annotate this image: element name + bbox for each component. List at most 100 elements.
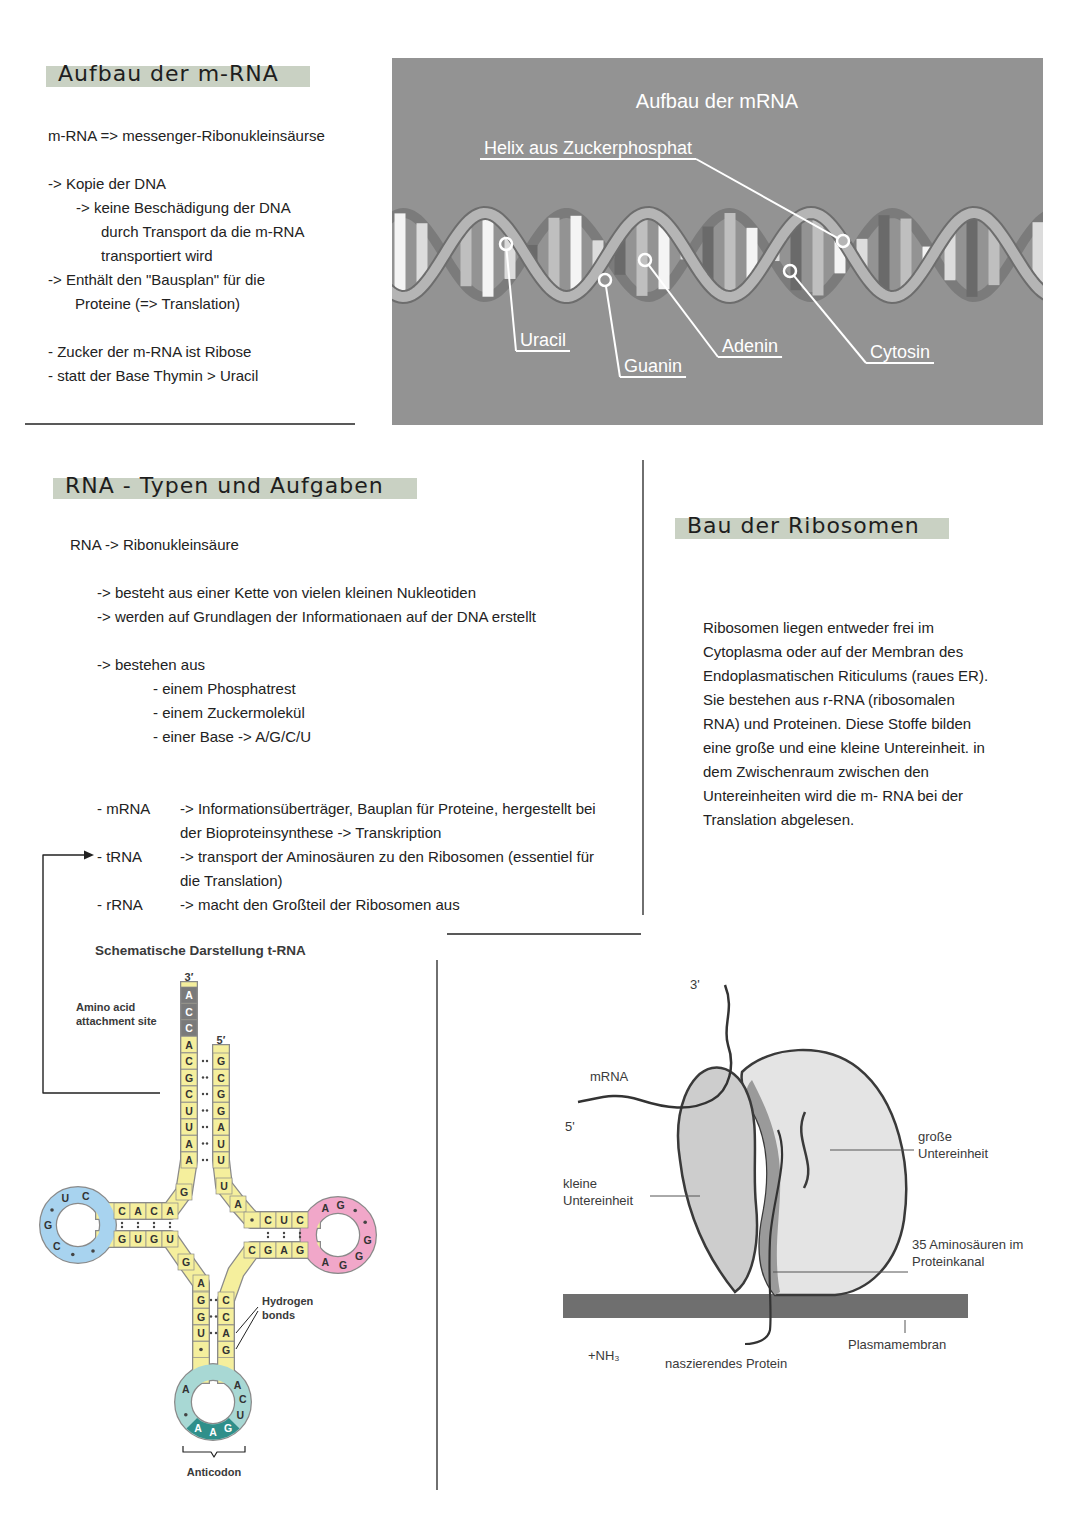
modified-base-dot — [184, 1413, 188, 1417]
heading-text: Bau der Ribosomen — [687, 510, 920, 542]
hydrogen-bond-dot — [299, 1232, 301, 1234]
image-title: Aufbau der mRNA — [636, 88, 798, 114]
strand-outline — [221, 1053, 312, 1220]
base-letter: C — [218, 1309, 234, 1325]
strand — [221, 1053, 312, 1220]
image-panel: Aufbau der mRNAHelix aus ZuckerphosphatU… — [392, 58, 1043, 425]
leader-line — [773, 1272, 908, 1273]
base-letter: A — [181, 1136, 197, 1152]
section-heading: Bau der Ribosomen — [675, 510, 949, 542]
helix-outline — [392, 213, 1043, 297]
figure-label: +NH₃ — [588, 1347, 620, 1364]
helix-back — [392, 213, 1043, 297]
figure-label: kleine Untereinheit — [563, 1175, 645, 1209]
base-letter: U — [232, 1407, 248, 1423]
leader-line — [905, 1320, 906, 1333]
base-letter: G — [114, 1231, 130, 1247]
loop-outline — [48, 1195, 108, 1255]
ribosome-figure — [563, 985, 968, 1344]
hydrogen-bond-dot — [202, 1126, 204, 1128]
mrna-strand — [578, 985, 731, 1108]
modified-base-dot — [363, 1221, 367, 1225]
base-letter: G — [193, 1292, 209, 1308]
leader-line — [794, 276, 866, 363]
base-letter: U — [213, 1136, 229, 1152]
base-cell — [213, 1119, 229, 1135]
modified-base-dot — [71, 1253, 75, 1257]
modified-base-dot — [199, 1348, 203, 1352]
base-cell — [260, 1242, 276, 1258]
base-cell — [181, 1152, 197, 1168]
base-cell — [181, 1020, 197, 1036]
loop — [308, 1205, 368, 1265]
base-letter: A — [193, 1275, 209, 1291]
base-cell — [181, 1103, 197, 1119]
base-cell — [213, 1086, 229, 1102]
note-text: - tRNA — [97, 845, 142, 869]
base-cell — [162, 1231, 178, 1247]
hydrogen-bond-dot — [137, 1226, 139, 1228]
strand-outline — [104, 1239, 201, 1375]
base-letter: G — [260, 1242, 276, 1258]
hydrogen-bond-dot — [206, 1142, 208, 1144]
leader-line — [650, 1196, 700, 1197]
base-cell — [292, 1242, 308, 1258]
hydrogen-bond-dot — [267, 1232, 269, 1234]
base-letter: C — [244, 1242, 260, 1258]
base-letter: G — [218, 1342, 234, 1358]
base-letter: G — [40, 1217, 56, 1233]
separator-line — [642, 460, 643, 915]
base-cell — [276, 1242, 292, 1258]
base-cell — [218, 1309, 234, 1325]
base-letter: C — [260, 1212, 276, 1228]
base-cell — [260, 1212, 276, 1228]
leader-line — [606, 286, 620, 377]
base-cell — [230, 1196, 246, 1212]
base-letter: A — [178, 1381, 194, 1397]
modified-base-dot — [91, 1249, 95, 1253]
base-cell — [244, 1212, 260, 1228]
callout-label: Cytosin — [870, 340, 930, 364]
base-cell — [213, 1053, 229, 1069]
hydrogen-bond-dot — [206, 1060, 208, 1062]
hydrogen-bond-dot — [215, 1332, 217, 1334]
label-underline — [516, 350, 570, 352]
figure-label: Amino acid attachment site — [76, 1000, 178, 1028]
base-cell — [181, 1037, 197, 1053]
trna-figure — [48, 987, 368, 1457]
base-cell — [213, 1136, 229, 1152]
modified-base-dot — [50, 1208, 54, 1212]
base-cell — [181, 1070, 197, 1086]
note-text: -> bestehen aus — [97, 653, 205, 677]
leader-line — [236, 1311, 258, 1349]
base-cell — [218, 1325, 234, 1341]
label-underline — [620, 376, 686, 378]
callout-marker — [639, 254, 651, 266]
figure-label: 35 Aminosäuren im Proteinkanal — [912, 1236, 1024, 1270]
callout-marker — [837, 235, 849, 247]
hydrogen-bond-dot — [267, 1236, 269, 1238]
hydrogen-bond-dot — [202, 1076, 204, 1078]
hydrogen-bond-dot — [210, 1299, 212, 1301]
leader-line — [507, 250, 516, 351]
figure-label: 3' — [690, 976, 700, 993]
note-text: -> Enthält den "Bausplan" für die Protei… — [75, 268, 315, 316]
base-letter: U — [130, 1231, 146, 1247]
base-letter: U — [57, 1190, 73, 1206]
base-letter: A — [230, 1377, 246, 1393]
separator-line — [25, 423, 355, 424]
figure-label: Hydrogen bonds — [262, 1294, 332, 1322]
base-letter: A — [213, 1119, 229, 1135]
base-letter: U — [193, 1325, 209, 1341]
base-cell — [276, 1212, 292, 1228]
hydrogen-bond-dot — [121, 1226, 123, 1228]
base-cell — [193, 1309, 209, 1325]
note-text: - mRNA — [97, 797, 150, 821]
base-letter: A — [181, 1152, 197, 1168]
base-letter: G — [333, 1197, 349, 1213]
note-text: -> Informationsüberträger, Bauplan für P… — [180, 797, 600, 845]
figure-label: naszierendes Protein — [665, 1355, 787, 1372]
base-cell — [146, 1231, 162, 1247]
